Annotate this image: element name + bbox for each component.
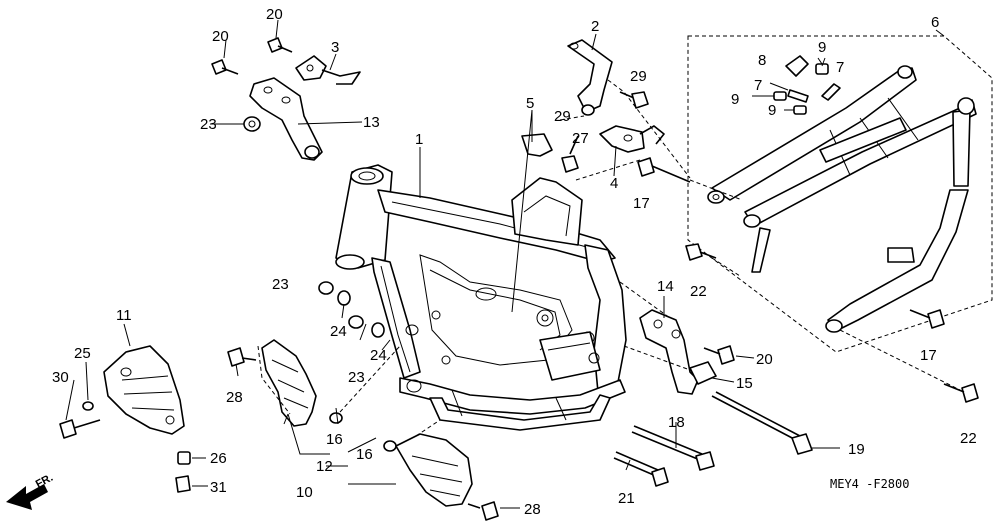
callout-20-right: 20 [756,351,773,368]
clip-part-4 [599,125,645,153]
callout-29-right: 29 [630,68,647,85]
callout-16-left: 16 [326,431,343,448]
diagram-code: MEY4 -F2800 [830,477,909,491]
callout-7-right: 7 [836,59,844,76]
callout-6: 6 [931,14,939,31]
callout-16-right: 16 [356,446,373,463]
pin-part-7b [821,83,841,101]
callout-14: 14 [657,278,674,295]
callout-27: 27 [572,130,589,147]
callout-21: 21 [618,490,635,507]
callout-15: 15 [736,375,753,392]
callout-3: 3 [331,39,339,56]
main-frame [335,164,627,431]
collar-part-9c [793,105,807,115]
callout-18: 18 [668,414,685,431]
callout-9-top: 9 [818,39,826,56]
callout-13: 13 [363,114,380,131]
bracket-part-13 [249,77,323,161]
callout-26: 26 [210,450,227,467]
callout-1: 1 [415,131,423,148]
rubber-part-8 [785,55,809,77]
cover-part-12 [395,433,473,507]
clip-part-5 [521,133,553,157]
callout-2: 2 [591,18,599,35]
callout-23-top: 23 [200,116,217,133]
bracket-part-14 [639,309,699,395]
callout-17-top: 17 [633,195,650,212]
callout-24-right: 24 [370,347,387,364]
callout-20-left: 20 [212,28,229,45]
callout-28-bottom: 28 [524,501,541,518]
rear-subframe [687,35,993,353]
callouts: 1 2 3 4 5 6 7 7 8 9 9 9 10 11 12 13 14 1… [52,6,977,518]
callout-4: 4 [610,175,618,192]
fasteners [59,37,979,521]
callout-30: 30 [52,369,69,386]
callout-28-left: 28 [226,389,243,406]
callout-9-bottom: 9 [768,102,776,119]
callout-10: 10 [296,484,313,501]
callout-17-right: 17 [920,347,937,364]
callout-7-left: 7 [754,77,762,94]
callout-29-left: 29 [554,108,571,125]
callout-22-mid: 22 [690,283,707,300]
guard-part-11 [103,345,185,435]
callout-31: 31 [210,479,227,496]
callout-12: 12 [316,458,333,475]
callout-11: 11 [116,307,132,324]
direction-label: FR. [34,472,55,491]
front-direction-arrow: FR. [6,472,55,510]
leader-lines [65,19,961,509]
callout-23-mid: 23 [272,276,289,293]
pin-part-7a [787,89,809,103]
callout-24-left: 24 [330,323,347,340]
collar-part-9b [773,91,787,101]
callout-19: 19 [848,441,865,458]
callout-20-top: 20 [266,6,283,23]
callout-23-bottom: 23 [348,369,365,386]
nut-plate-part-15 [689,361,717,385]
callout-25: 25 [74,345,91,362]
clip-part-3 [295,55,327,81]
callout-9-left: 9 [731,91,739,108]
callout-5: 5 [526,95,534,112]
callout-8: 8 [758,52,766,69]
bracket-part-2 [567,39,613,113]
cover-part-10 [261,339,317,427]
callout-22-right: 22 [960,430,977,447]
